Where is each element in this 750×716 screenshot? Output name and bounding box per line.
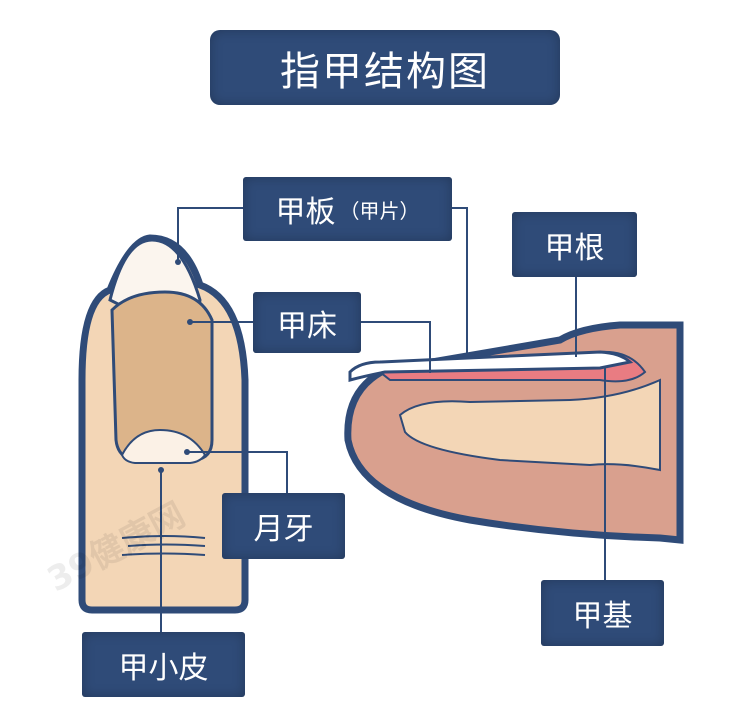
lunula-shape [120, 428, 207, 464]
label-text: 甲板 [275, 195, 336, 230]
label-subtext: （甲片） [339, 198, 420, 223]
nail-plate-side [348, 350, 634, 382]
label-cuticle: 甲小皮 [82, 632, 245, 697]
label-lunula: 月牙 [222, 493, 345, 559]
label-nail-bed: 甲床 [253, 292, 361, 353]
label-nail-plate: 甲板（甲片） [243, 177, 452, 241]
label-matrix: 甲基 [541, 580, 664, 646]
bone [398, 378, 661, 472]
page-title: 指甲结构图 [210, 30, 560, 105]
label-nail-root: 甲根 [512, 212, 637, 277]
